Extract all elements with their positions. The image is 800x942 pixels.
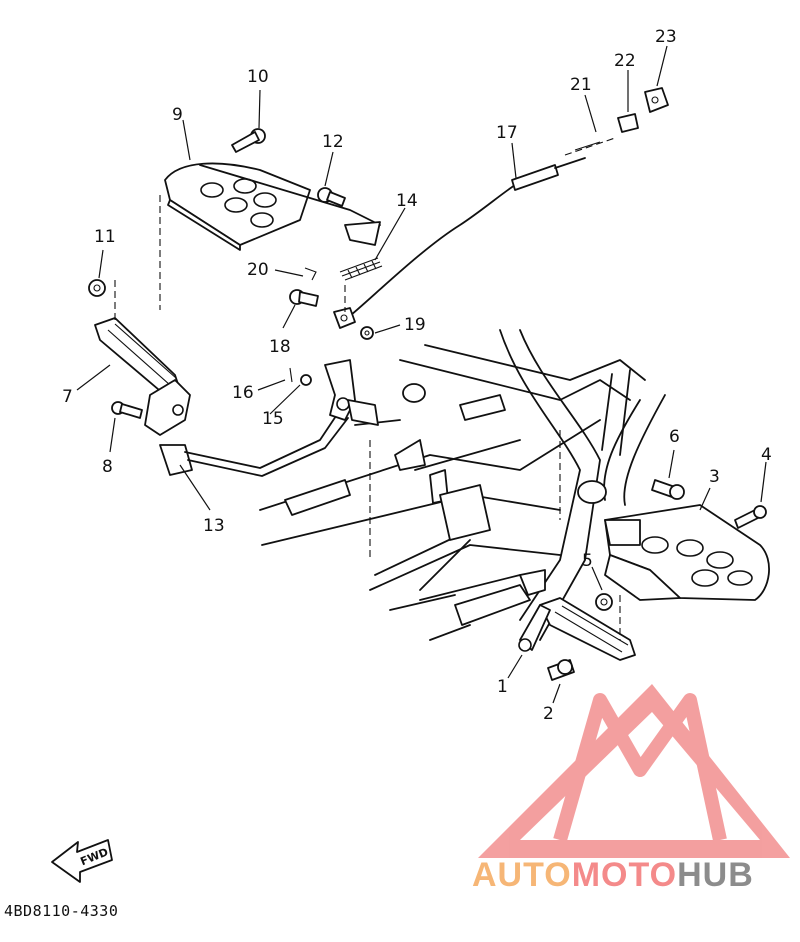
- callout-22: 22: [614, 51, 636, 71]
- callout-9: 9: [172, 105, 183, 125]
- left-bolt-8: [111, 401, 143, 419]
- leader-lines: [76, 45, 767, 704]
- cotter-pin-20: [304, 267, 317, 281]
- callout-4: 4: [761, 445, 772, 465]
- brand-part-auto: AUTO: [472, 856, 572, 894]
- left-footrest-peg: [94, 317, 191, 436]
- right-bolt-6: [651, 479, 685, 500]
- callout-16: 16: [232, 383, 254, 403]
- right-bolt-4: [734, 505, 767, 529]
- brand-part-moto: MOTO: [571, 856, 678, 894]
- dash-guides: [114, 280, 621, 640]
- callout-6: 6: [669, 427, 680, 447]
- callout-13: 13: [203, 516, 225, 536]
- callout-19: 19: [404, 315, 426, 335]
- right-nut-5: [595, 593, 613, 611]
- brake-spring-14: [339, 257, 383, 281]
- clip-23: [644, 87, 669, 113]
- right-footrest-bracket: [604, 504, 770, 601]
- watermark-logo-icon: [478, 684, 790, 858]
- callout-5: 5: [582, 551, 593, 571]
- callout-11: 11: [94, 227, 116, 247]
- diagram-code: 4BD8110-4330: [4, 902, 119, 920]
- clevis-pin-18: [289, 289, 319, 307]
- brand-part-hub: HUB: [677, 856, 754, 894]
- frame-drawing: [259, 329, 666, 641]
- callout-14: 14: [396, 191, 418, 211]
- callout-numbers: 1 2 3 4 5 6 7 8 9 10 11 12 13 14 15 16 1…: [62, 27, 772, 724]
- callout-20: 20: [247, 260, 269, 280]
- callout-2: 2: [543, 704, 554, 724]
- adjuster-21: [564, 137, 616, 156]
- callout-18: 18: [269, 337, 291, 357]
- left-frame-stub: [284, 399, 379, 516]
- brake-pedal: [159, 359, 356, 477]
- nut-22: [617, 113, 639, 133]
- left-bolt-12: [317, 187, 346, 207]
- left-footrest-bracket: [159, 162, 381, 310]
- callout-15: 15: [262, 409, 284, 429]
- right-footrest-peg: [518, 597, 636, 661]
- pin-16-washer-15: [289, 367, 312, 386]
- left-bolt-10: [231, 128, 266, 153]
- callout-10: 10: [247, 67, 269, 87]
- callout-7: 7: [62, 387, 73, 407]
- callout-23: 23: [655, 27, 677, 47]
- callout-3: 3: [709, 467, 720, 487]
- callout-12: 12: [322, 132, 344, 152]
- right-bolt-2: [547, 659, 575, 681]
- callout-1: 1: [497, 677, 508, 697]
- joint-19: [333, 307, 374, 340]
- callout-17: 17: [496, 123, 518, 143]
- fwd-arrow-icon: FWD: [51, 839, 113, 883]
- watermark-brand: AUTOMOTOHUB: [472, 856, 754, 895]
- left-nut-11: [88, 279, 106, 297]
- callout-21: 21: [570, 75, 592, 95]
- brake-rod-17: [344, 157, 586, 321]
- callout-8: 8: [102, 457, 113, 477]
